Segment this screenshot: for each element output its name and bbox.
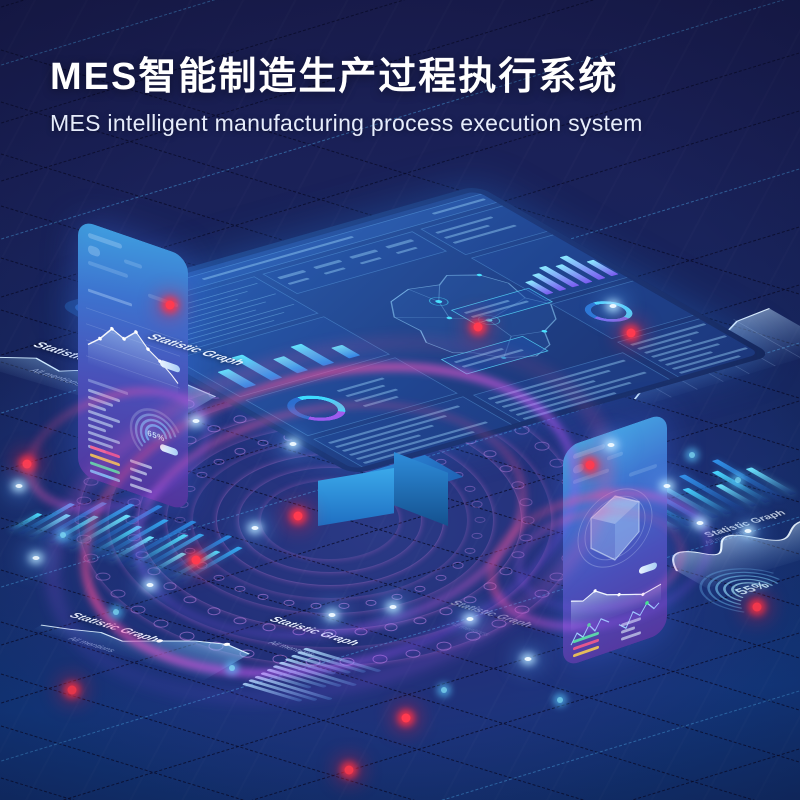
page-subtitle: MES intelligent manufacturing process ex… [50, 109, 643, 136]
poster-header: MES智能制造生产过程执行系统 MES intelligent manufact… [50, 56, 643, 137]
page-title: MES智能制造生产过程执行系统 [50, 56, 619, 98]
